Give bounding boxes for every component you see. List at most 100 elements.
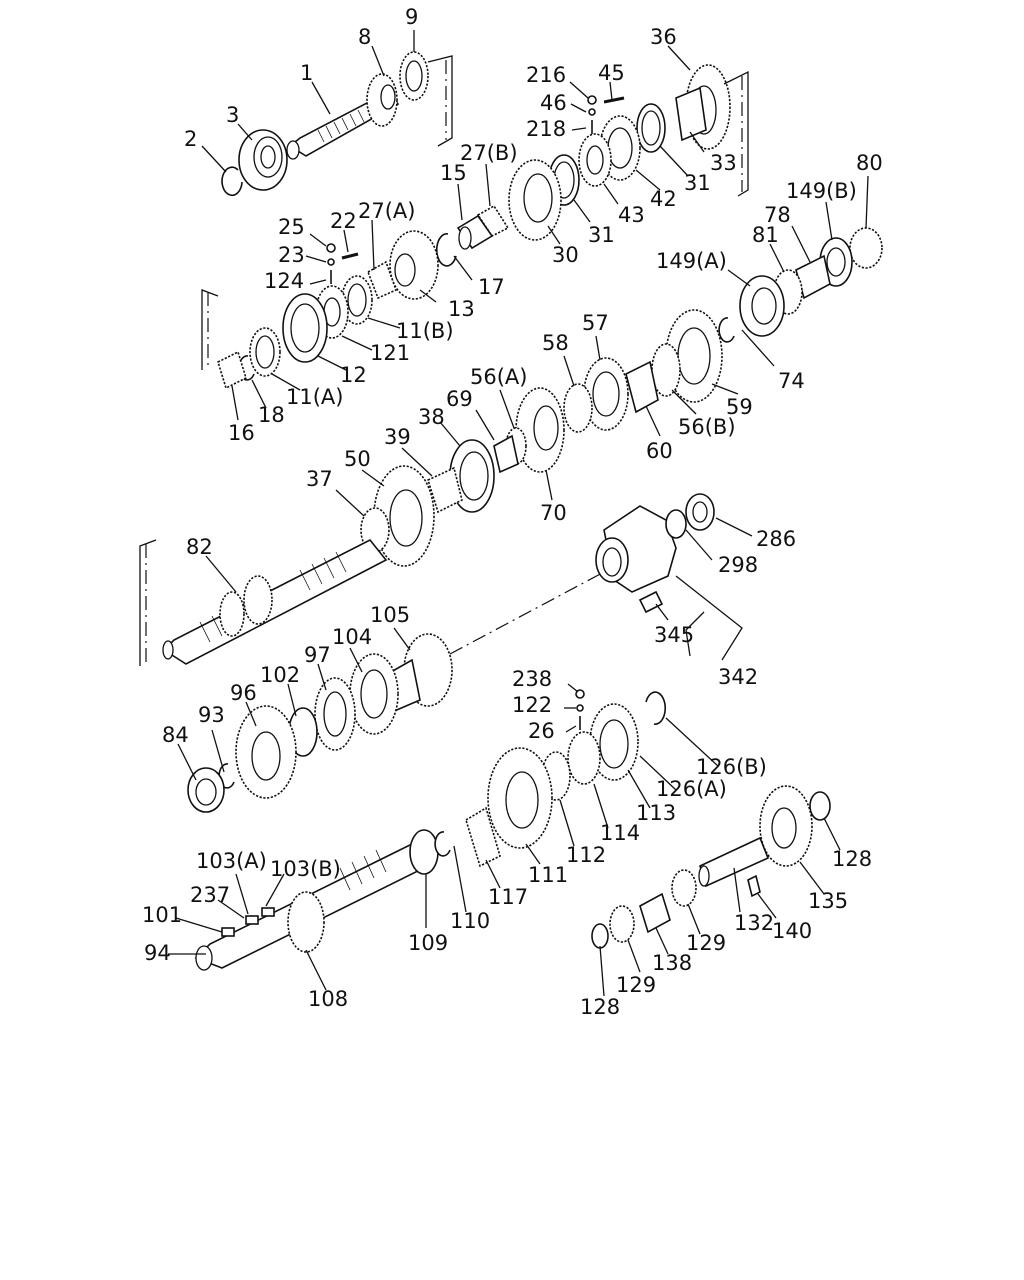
part-114-hub bbox=[567, 731, 601, 785]
label-135: 135 bbox=[808, 889, 848, 913]
output-shaft-group bbox=[139, 493, 715, 666]
part-132-shaft bbox=[699, 836, 770, 888]
label-286: 286 bbox=[756, 527, 796, 551]
part-126b-ring bbox=[645, 691, 667, 725]
label-102: 102 bbox=[260, 663, 300, 687]
label-58: 58 bbox=[542, 331, 569, 355]
main-shaft-gears bbox=[360, 309, 723, 567]
part-345-bolt bbox=[638, 590, 664, 614]
label-60: 60 bbox=[646, 439, 673, 463]
part-117-bearing bbox=[465, 806, 501, 868]
label-108: 108 bbox=[308, 987, 348, 1011]
label-22: 22 bbox=[330, 209, 357, 233]
part-216-detent bbox=[587, 95, 597, 105]
part-33-hub bbox=[675, 86, 707, 142]
label-111: 111 bbox=[528, 863, 568, 887]
label-38: 38 bbox=[418, 405, 445, 429]
label-70: 70 bbox=[540, 501, 567, 525]
part-23-ball bbox=[327, 258, 335, 266]
label-23: 23 bbox=[278, 243, 305, 267]
label-104: 104 bbox=[332, 625, 372, 649]
label-9: 9 bbox=[405, 5, 418, 29]
label-84: 84 bbox=[162, 723, 189, 747]
part-129-bearing-lower bbox=[609, 905, 635, 943]
label-16: 16 bbox=[228, 421, 255, 445]
label-81: 81 bbox=[752, 223, 779, 247]
label-117: 117 bbox=[488, 885, 528, 909]
part-27a-bearing bbox=[367, 260, 398, 300]
label-43: 43 bbox=[618, 203, 645, 227]
part-128-ring-bottom bbox=[591, 923, 609, 949]
label-46: 46 bbox=[540, 91, 567, 115]
label-13: 13 bbox=[448, 297, 475, 321]
label-138: 138 bbox=[652, 951, 692, 975]
part-58-hub bbox=[563, 383, 593, 433]
label-27b: 27(B) bbox=[460, 141, 518, 165]
label-97: 97 bbox=[304, 643, 331, 667]
part-56b-bearing bbox=[651, 343, 681, 397]
label-39: 39 bbox=[384, 425, 411, 449]
label-218: 218 bbox=[526, 117, 566, 141]
label-128-right: 128 bbox=[832, 847, 872, 871]
label-45: 45 bbox=[598, 61, 625, 85]
label-27a: 27(A) bbox=[358, 199, 415, 223]
part-60-collar bbox=[625, 360, 659, 414]
label-74: 74 bbox=[778, 369, 805, 393]
part-22-key bbox=[341, 252, 359, 260]
label-132: 132 bbox=[734, 911, 774, 935]
part-labels: 9 8 1 3 2 36 216 45 46 218 27(B) 15 33 3… bbox=[142, 5, 883, 1019]
label-15: 15 bbox=[440, 161, 467, 185]
label-50: 50 bbox=[344, 447, 371, 471]
label-78: 78 bbox=[764, 203, 791, 227]
label-149a: 149(A) bbox=[656, 249, 727, 273]
label-121: 121 bbox=[370, 341, 410, 365]
label-26: 26 bbox=[528, 719, 555, 743]
part-103b-key bbox=[261, 907, 275, 917]
label-25: 25 bbox=[278, 215, 305, 239]
label-113: 113 bbox=[636, 801, 676, 825]
label-128-bottom: 128 bbox=[580, 995, 620, 1019]
label-114: 114 bbox=[600, 821, 640, 845]
part-110-ring bbox=[434, 831, 451, 857]
part-129-bearing-upper bbox=[671, 869, 697, 907]
label-8: 8 bbox=[358, 25, 371, 49]
leader-lines bbox=[168, 30, 869, 997]
label-237: 237 bbox=[190, 883, 230, 907]
part-128-ring-top bbox=[809, 791, 831, 821]
part-25-detent bbox=[326, 243, 336, 253]
label-36: 36 bbox=[650, 25, 677, 49]
label-59: 59 bbox=[726, 395, 753, 419]
label-82: 82 bbox=[186, 535, 213, 559]
part-69-collar bbox=[493, 434, 519, 474]
label-103a: 103(A) bbox=[196, 849, 267, 873]
label-33: 33 bbox=[710, 151, 737, 175]
label-109: 109 bbox=[408, 931, 448, 955]
label-31-upper: 31 bbox=[684, 171, 711, 195]
part-17-ring bbox=[435, 233, 457, 267]
label-12: 12 bbox=[340, 363, 367, 387]
label-101: 101 bbox=[142, 903, 182, 927]
label-42: 42 bbox=[650, 187, 677, 211]
label-129-lower: 129 bbox=[616, 973, 656, 997]
part-27b-bearing bbox=[476, 204, 510, 238]
label-94: 94 bbox=[144, 941, 171, 965]
part-39-bearing bbox=[427, 466, 463, 514]
label-11a: 11(A) bbox=[286, 385, 343, 409]
label-17: 17 bbox=[478, 275, 505, 299]
label-140: 140 bbox=[772, 919, 812, 943]
label-11b: 11(B) bbox=[396, 319, 454, 343]
middle-gear-group bbox=[201, 230, 457, 390]
label-3: 3 bbox=[226, 103, 239, 127]
lower-gear-group bbox=[465, 689, 667, 868]
label-126a: 126(A) bbox=[656, 777, 727, 801]
part-237-key bbox=[245, 915, 259, 925]
label-30: 30 bbox=[552, 243, 579, 267]
label-1: 1 bbox=[300, 61, 313, 85]
input-shaft-group bbox=[221, 51, 453, 197]
label-96: 96 bbox=[230, 681, 257, 705]
label-80: 80 bbox=[856, 151, 883, 175]
label-56a: 56(A) bbox=[470, 365, 527, 389]
part-298-washer bbox=[665, 509, 687, 539]
upper-gear-group bbox=[456, 64, 749, 250]
label-345: 345 bbox=[654, 623, 694, 647]
